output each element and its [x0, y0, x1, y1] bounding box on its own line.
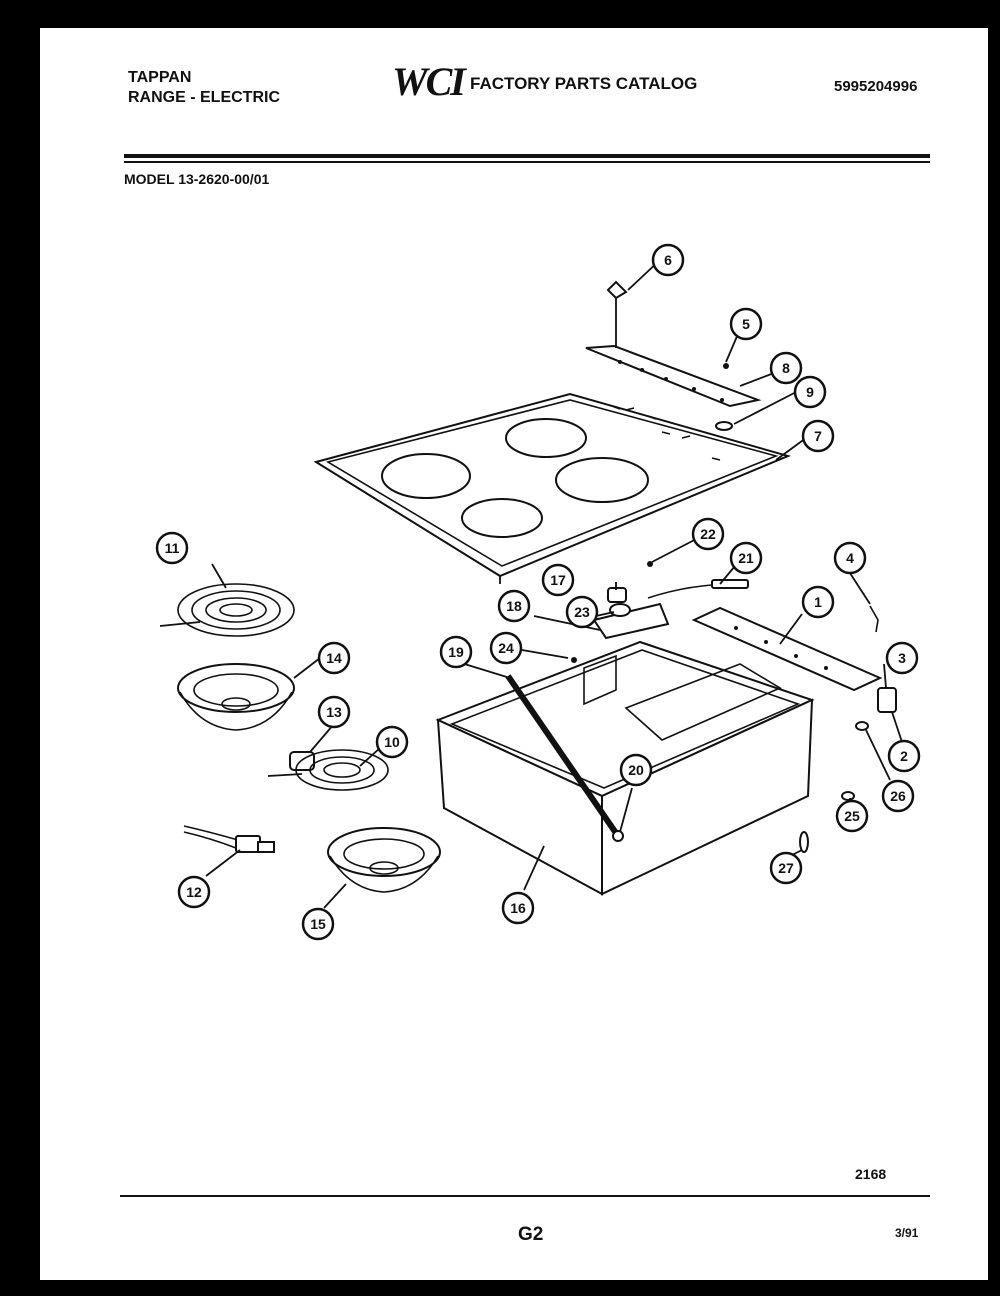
svg-text:15: 15	[310, 916, 326, 932]
svg-text:27: 27	[778, 860, 794, 876]
svg-text:4: 4	[846, 550, 854, 566]
model-number: MODEL 13-2620-00/01	[124, 171, 270, 187]
cooktop-box	[435, 640, 815, 896]
infinite-switch	[799, 605, 897, 853]
callout-13: 13	[317, 695, 351, 729]
callout-21: 21	[729, 541, 763, 575]
callout-24: 24	[489, 631, 523, 665]
callout-22: 22	[691, 517, 725, 551]
header-rule-thin	[124, 161, 930, 163]
page-number: G2	[518, 1224, 544, 1245]
callout-11: 11	[155, 531, 189, 565]
callout-4: 4	[833, 541, 867, 575]
callout-25: 25	[835, 799, 869, 833]
catalog-page: TAPPAN RANGE - ELECTRIC WCI FACTORY PART…	[40, 28, 988, 1280]
callout-17: 17	[541, 563, 575, 597]
callout-3: 3	[885, 641, 919, 675]
leader-lines	[205, 259, 903, 909]
revision-date: 3/91	[895, 1226, 919, 1240]
terminal-block	[691, 606, 883, 692]
svg-text:6: 6	[664, 252, 672, 268]
callout-15: 15	[301, 907, 335, 941]
surface-unit-large	[159, 583, 295, 637]
drip-pan-large	[177, 663, 295, 731]
svg-text:22: 22	[700, 526, 716, 542]
callout-2: 2	[887, 739, 921, 773]
svg-text:25: 25	[844, 808, 860, 824]
product-type: RANGE - ELECTRIC	[128, 89, 280, 106]
svg-text:18: 18	[506, 598, 522, 614]
drip-pan-small	[327, 827, 441, 893]
footer-rule	[120, 1195, 930, 1197]
catalog-number: 5995204996	[834, 78, 918, 95]
header-rule	[124, 154, 930, 158]
callout-5: 5	[729, 307, 763, 341]
surface-unit-small	[267, 749, 389, 791]
svg-text:21: 21	[738, 550, 754, 566]
cooktop-top	[313, 392, 792, 584]
svg-text:7: 7	[814, 428, 822, 444]
callout-14: 14	[317, 641, 351, 675]
callout-16: 16	[501, 891, 535, 925]
svg-text:14: 14	[326, 650, 342, 666]
svg-text:17: 17	[550, 572, 566, 588]
support-rod	[505, 674, 621, 838]
svg-text:5: 5	[742, 316, 750, 332]
svg-text:3: 3	[898, 650, 906, 666]
wci-logo: WCI	[392, 59, 466, 104]
svg-text:9: 9	[806, 384, 814, 400]
callout-27: 27	[769, 851, 803, 885]
svg-text:10: 10	[384, 734, 400, 750]
callout-26: 26	[881, 779, 915, 813]
control-panel-strip	[585, 280, 762, 431]
callout-6: 6	[651, 243, 685, 277]
exploded-parts-diagram: 1 2 3 4 5 6 7 8 9 10 11 12 13 14 15 16 1…	[155, 243, 921, 941]
callout-23: 23	[565, 595, 599, 629]
callout-10: 10	[375, 725, 409, 759]
callout-18: 18	[497, 589, 531, 623]
callout-20: 20	[619, 753, 653, 787]
svg-text:24: 24	[498, 640, 514, 656]
wire-lead	[183, 825, 275, 853]
svg-text:20: 20	[628, 762, 644, 778]
callout-19: 19	[439, 635, 473, 669]
svg-text:23: 23	[574, 604, 590, 620]
svg-text:1: 1	[814, 594, 822, 610]
svg-text:13: 13	[326, 704, 342, 720]
callout-9: 9	[793, 375, 827, 409]
svg-text:2: 2	[900, 748, 908, 764]
callout-7: 7	[801, 419, 835, 453]
svg-text:19: 19	[448, 644, 464, 660]
brand-name: TAPPAN	[128, 69, 192, 86]
callout-12: 12	[177, 875, 211, 909]
svg-text:12: 12	[186, 884, 202, 900]
svg-text:11: 11	[165, 540, 180, 556]
callout-8: 8	[769, 351, 803, 385]
brand-block: TAPPAN RANGE - ELECTRIC	[128, 68, 280, 108]
svg-text:16: 16	[510, 900, 526, 916]
catalog-title: FACTORY PARTS CATALOG	[470, 74, 698, 93]
callout-1: 1	[801, 585, 835, 619]
svg-text:8: 8	[782, 360, 790, 376]
diagram-code: 2168	[855, 1166, 887, 1182]
svg-text:26: 26	[890, 788, 906, 804]
